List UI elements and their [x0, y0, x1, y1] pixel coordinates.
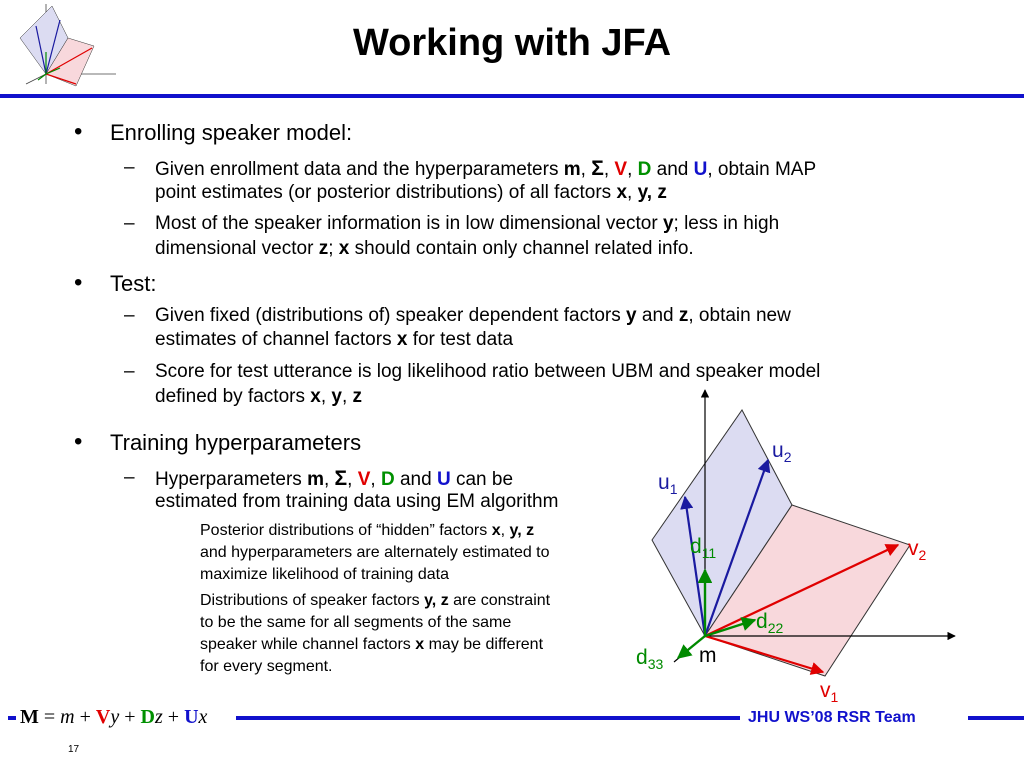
- sub-sub-bullet-distributions-line2: to be the same for all segments of the s…: [200, 614, 512, 631]
- label-u2: u2: [772, 439, 792, 465]
- label-v1: v1: [820, 679, 839, 705]
- sub-sub-bullet-posterior-line2: and hyperparameters are alternately esti…: [200, 544, 550, 561]
- sub-bullet-test-fixed-line1: Given fixed (distributions of) speaker d…: [155, 305, 791, 326]
- bullet-training-hyperparameters: Training hyperparameters: [110, 430, 362, 455]
- vector-v2: [704, 544, 900, 637]
- bullet-dot: •: [74, 118, 83, 145]
- sub-sub-bullet-posterior-line3: maximize likelihood of training data: [200, 566, 450, 583]
- label-d11: d11: [690, 535, 716, 561]
- jfa-formula: M = m + Vy + Dz + Ux: [20, 706, 208, 728]
- page-number: 17: [68, 744, 80, 755]
- sub-sub-bullet-posterior-line1: Posterior distributions of “hidden” fact…: [200, 522, 535, 539]
- sub-sub-bullet-distributions-line1: Distributions of speaker factors y, z ar…: [200, 592, 551, 609]
- sub-bullet-speaker-info-line1: Most of the speaker information is in lo…: [155, 213, 780, 234]
- label-m: m: [699, 644, 717, 667]
- vector-d22: [704, 617, 757, 638]
- sub-bullet-test-fixed-line2: estimates of channel factors x for test …: [155, 329, 514, 350]
- vector-u1: [680, 495, 707, 637]
- sub-sub-bullet-distributions-line3: speaker while channel factors x may be d…: [200, 636, 544, 653]
- slide-title: Working with JFA: [352, 22, 672, 64]
- vector-d33: [676, 635, 706, 659]
- dash-marker: –: [124, 157, 135, 178]
- dash-marker: –: [124, 467, 135, 488]
- label-v2: v2: [908, 537, 927, 563]
- dash-marker: –: [124, 305, 135, 326]
- sub-bullet-score-line2: defined by factors x, y, z: [155, 386, 363, 407]
- sub-bullet-enrollment-line2: point estimates (or posterior distributi…: [155, 182, 667, 203]
- sub-sub-bullet-distributions-line4: for every segment.: [200, 658, 333, 675]
- label-d33: d33: [636, 646, 663, 672]
- thumbnail-diagram-logo: [19, 4, 116, 87]
- sub-bullet-speaker-info-line2: dimensional vector z; x should contain o…: [155, 238, 694, 259]
- sub-bullet-hyperparameters-line1: Hyperparameters m, Σ, V, D and U can be: [155, 467, 514, 490]
- footer-bar-middle: [236, 716, 740, 720]
- bullet-enrolling: Enrolling speaker model:: [110, 120, 353, 145]
- footer-bar-left: [8, 716, 16, 720]
- bullet-dot: •: [74, 269, 83, 296]
- dash-marker: –: [124, 213, 135, 234]
- vector-u2: [703, 458, 771, 637]
- label-d22: d22: [756, 610, 783, 636]
- label-u1: u1: [658, 471, 678, 497]
- sub-bullet-score-line1: Score for test utterance is log likeliho…: [155, 361, 821, 382]
- footer-bar-right: [968, 716, 1024, 720]
- sub-bullet-hyperparameters-line2: estimated from training data using EM al…: [155, 491, 559, 512]
- vector-v1: [704, 634, 825, 675]
- title-underline-bar: [0, 94, 1024, 98]
- jfa-vector-diagram: u2 u1 v2 v1 d11 d22 d33 m: [636, 389, 956, 705]
- dash-marker: –: [124, 361, 135, 382]
- channel-subspace-plane: [704, 504, 911, 677]
- sub-bullet-enrollment-line1: Given enrollment data and the hyperparam…: [155, 157, 817, 180]
- footer-team-name: JHU WS’08 RSR Team: [748, 709, 916, 726]
- bullet-dot: •: [74, 428, 83, 455]
- bullet-test: Test:: [110, 271, 157, 296]
